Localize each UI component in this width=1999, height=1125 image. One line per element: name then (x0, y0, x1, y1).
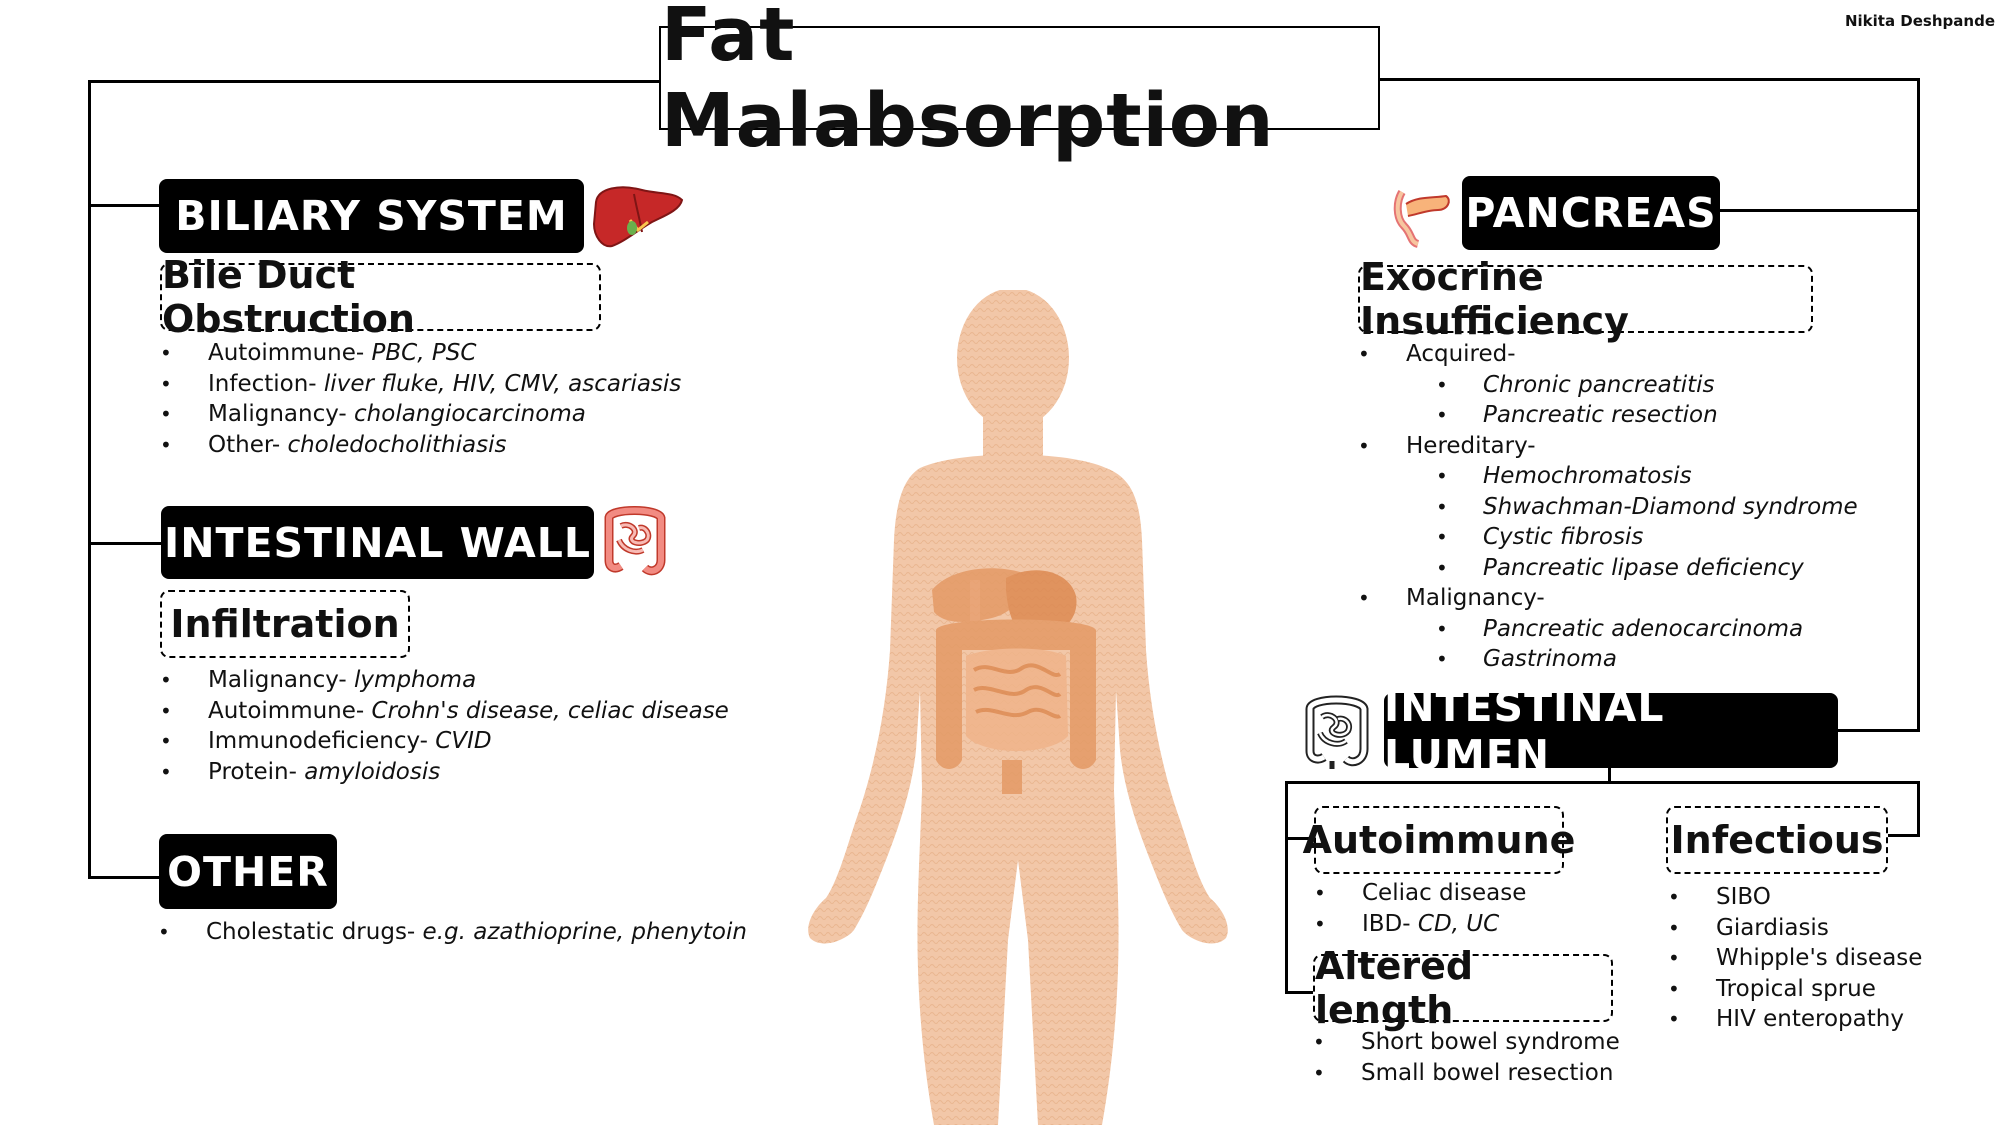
list-item: Other- choledocholithiasis (160, 430, 681, 461)
list-item: Hemochromatosis (1358, 461, 1858, 492)
list-item: Small bowel resection (1313, 1058, 1620, 1089)
list-item: Celiac disease (1314, 878, 1526, 909)
pancreas-icon (1393, 189, 1450, 248)
list-item: Short bowel syndrome (1313, 1027, 1620, 1058)
altered-length-box: Altered length (1313, 944, 1613, 1032)
connector-left-spine (88, 80, 91, 879)
biliary-causes-list: Autoimmune- PBC, PSC Infection- liver fl… (160, 338, 681, 460)
list-item: SIBO (1668, 882, 1922, 913)
list-item: Acquired- (1358, 339, 1858, 370)
other-causes-list: Cholestatic drugs- e.g. azathioprine, ph… (158, 917, 747, 948)
liver-icon (592, 186, 684, 248)
autoimmune-box: Autoimmune (1303, 806, 1575, 874)
list-item: Gastrinoma (1358, 644, 1858, 675)
list-item: Pancreatic adenocarcinoma (1358, 614, 1858, 645)
connector-pancreas (1718, 209, 1920, 212)
pancreas-label: PANCREAS (1462, 176, 1720, 250)
intestinal-wall-causes-list: Malignancy- lymphoma Autoimmune- Crohn's… (160, 665, 729, 787)
other-label: OTHER (159, 834, 337, 909)
list-item: Malignancy- (1358, 583, 1858, 614)
intestinal-lumen-label: INTESTINAL LUMEN (1384, 683, 1838, 779)
list-item: Malignancy- cholangiocarcinoma (160, 399, 681, 430)
list-item: Cystic fibrosis (1358, 522, 1858, 553)
bile-duct-obstruction-box: Bile Duct Obstruction (160, 253, 601, 341)
intestinal-wall-label: INTESTINAL WALL (161, 506, 594, 579)
connector-lumen-down (1608, 767, 1611, 783)
list-item: Cholestatic drugs- e.g. azathioprine, ph… (158, 917, 747, 948)
author-credit: Nikita Deshpande (1844, 12, 1995, 30)
list-item: Giardiasis (1668, 913, 1922, 944)
list-item: Pancreatic lipase deficiency (1358, 553, 1858, 584)
list-item: Protein- amyloidosis (160, 757, 729, 788)
list-item: Autoimmune- PBC, PSC (160, 338, 681, 369)
connector-lumen-left (1285, 781, 1288, 994)
connector-right-spine (1917, 78, 1920, 732)
human-body-silhouette (808, 290, 1228, 1125)
connector-lumen (1836, 729, 1920, 732)
list-item: Hereditary- (1358, 431, 1858, 462)
infiltration-box: Infiltration (160, 590, 410, 658)
biliary-system-label: BILIARY SYSTEM (159, 179, 584, 253)
list-item: Whipple's disease (1668, 943, 1922, 974)
connector-other (88, 876, 160, 879)
list-item: Infection- liver fluke, HIV, CMV, ascari… (160, 369, 681, 400)
list-item: Chronic pancreatitis (1358, 370, 1858, 401)
list-item: Pancreatic resection (1358, 400, 1858, 431)
connector-top-right (1380, 78, 1920, 81)
connector-altered-length (1285, 991, 1315, 994)
pancreas-causes-list: Acquired- Chronic pancreatitis Pancreati… (1358, 339, 1858, 675)
infectious-box: Infectious (1666, 806, 1888, 874)
list-item: Autoimmune- Crohn's disease, celiac dise… (160, 696, 729, 727)
connector-intestinal-wall (88, 542, 162, 545)
connector-lumen-right (1917, 781, 1920, 837)
list-item: IBD- CD, UC (1314, 909, 1526, 940)
connector-infectious (1886, 834, 1920, 837)
list-item: Tropical sprue (1668, 974, 1922, 1005)
page-title: Fat Malabsorption (659, 0, 1380, 164)
altered-length-list: Short bowel syndrome Small bowel resecti… (1313, 1027, 1620, 1088)
exocrine-insufficiency-box: Exocrine Insufficiency (1358, 255, 1813, 343)
connector-biliary (88, 204, 160, 207)
colon-icon (1305, 695, 1369, 769)
list-item: HIV enteropathy (1668, 1004, 1922, 1035)
connector-lumen-bar (1285, 781, 1919, 784)
list-item: Immunodeficiency- CVID (160, 726, 729, 757)
autoimmune-list: Celiac disease IBD- CD, UC (1314, 878, 1526, 939)
connector-top-left (88, 80, 659, 83)
intestine-icon (604, 506, 666, 576)
connector-autoimmune (1285, 837, 1315, 840)
list-item: Shwachman-Diamond syndrome (1358, 492, 1858, 523)
infectious-list: SIBO Giardiasis Whipple's disease Tropic… (1668, 882, 1922, 1035)
list-item: Malignancy- lymphoma (160, 665, 729, 696)
